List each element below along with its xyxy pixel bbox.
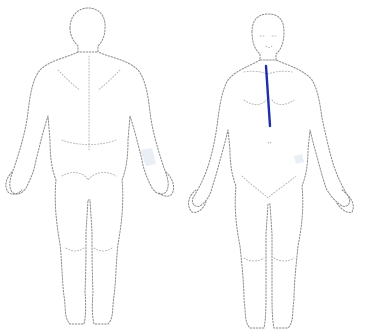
back-view-figure <box>6 8 174 324</box>
front-view-figure <box>189 14 354 328</box>
back-left-hand <box>6 172 22 194</box>
front-clavicles <box>244 71 292 74</box>
front-knee-left <box>244 258 264 261</box>
back-buttock-line <box>62 173 116 180</box>
front-torso-marking <box>266 66 270 126</box>
front-wrist-shade <box>294 154 304 164</box>
back-scapula-right <box>98 70 120 90</box>
front-face <box>260 36 276 48</box>
back-head <box>70 8 105 52</box>
front-head <box>252 14 284 60</box>
back-knee-left <box>66 248 84 251</box>
front-groin <box>242 176 296 198</box>
back-scapula-left <box>58 70 80 90</box>
front-knee-right <box>274 258 294 261</box>
front-right-hand <box>336 190 353 212</box>
back-knee-right <box>94 248 112 251</box>
front-navel <box>268 142 271 144</box>
front-left-hand <box>189 190 206 212</box>
front-body-outline <box>192 60 349 328</box>
